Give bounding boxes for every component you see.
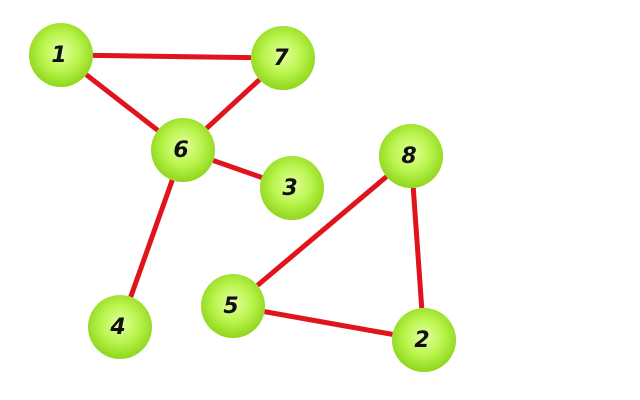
node-6: 6 xyxy=(151,118,215,182)
node-label-8: 8 xyxy=(401,144,416,169)
nodes-layer: 1 7 6 3 8 4 5 2 xyxy=(29,23,456,372)
node-circle-3 xyxy=(260,156,324,220)
node-label-1: 1 xyxy=(51,43,66,68)
node-7: 7 xyxy=(251,26,315,90)
node-circle-6 xyxy=(151,118,215,182)
edge-6-3 xyxy=(212,158,263,180)
edges-layer xyxy=(84,52,425,337)
edge-1-7 xyxy=(92,52,252,61)
node-label-6: 6 xyxy=(173,138,188,163)
node-circle-8 xyxy=(379,124,443,188)
node-1: 1 xyxy=(29,23,93,87)
edge-8-5 xyxy=(255,174,389,288)
node-label-7: 7 xyxy=(273,46,289,71)
edge-5-2 xyxy=(264,309,393,337)
node-circle-1 xyxy=(29,23,93,87)
node-circle-5 xyxy=(201,274,265,338)
edge-8-2 xyxy=(410,187,425,309)
node-label-3: 3 xyxy=(282,176,297,201)
node-circle-4 xyxy=(88,295,152,359)
edge-6-4 xyxy=(128,179,175,298)
node-label-2: 2 xyxy=(414,328,429,353)
edge-7-6 xyxy=(204,77,262,131)
edge-1-6 xyxy=(84,72,160,133)
node-8: 8 xyxy=(379,124,443,188)
node-circle-2 xyxy=(392,308,456,372)
node-label-5: 5 xyxy=(223,294,238,319)
node-3: 3 xyxy=(260,156,324,220)
node-circle-7 xyxy=(251,26,315,90)
node-5: 5 xyxy=(201,274,265,338)
node-2: 2 xyxy=(392,308,456,372)
node-4: 4 xyxy=(88,295,152,359)
node-label-4: 4 xyxy=(109,315,125,340)
